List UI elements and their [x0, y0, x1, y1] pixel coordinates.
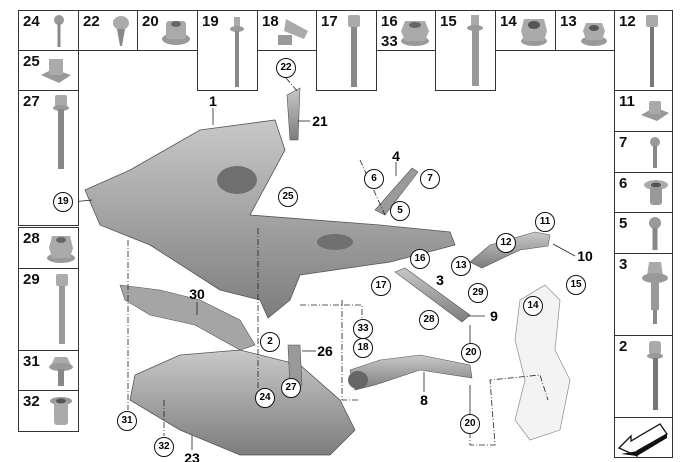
subframe-hole: [317, 234, 353, 250]
part-box-7[interactable]: 7: [614, 131, 673, 173]
bracket-4: [374, 167, 419, 216]
brace-30: [119, 284, 256, 351]
label-1[interactable]: 1: [209, 93, 217, 109]
cage-nut-icon: [641, 101, 669, 121]
part-box-25[interactable]: 25: [18, 50, 79, 91]
label-8[interactable]: 8: [420, 392, 428, 408]
flange-bolt-icon: [49, 357, 73, 386]
hex-bolt-icon: [348, 15, 360, 87]
bolt-icon: [650, 137, 660, 168]
hex-nut-icon: [521, 19, 547, 46]
bolt-icon: [649, 217, 661, 250]
callout-25[interactable]: 25: [278, 187, 298, 207]
callout-7[interactable]: 7: [420, 169, 440, 189]
part-box-31[interactable]: 31: [18, 350, 79, 391]
label-23[interactable]: 23: [184, 450, 200, 462]
callout-31[interactable]: 31: [117, 411, 137, 431]
part-box-3[interactable]: 3: [614, 253, 673, 336]
strut-brace-21: [286, 87, 301, 141]
callout-32[interactable]: 32: [154, 437, 174, 457]
part-box-2[interactable]: 2: [614, 335, 673, 418]
callout-20-lower[interactable]: 20: [460, 414, 480, 434]
wishbone-8: [349, 354, 473, 391]
callout-11[interactable]: 11: [535, 212, 555, 232]
bushing: [348, 371, 368, 389]
bracket-26: [287, 344, 303, 389]
callout-6[interactable]: 6: [364, 169, 384, 189]
part-box-12[interactable]: 12: [614, 10, 673, 91]
callout-28[interactable]: 28: [419, 310, 439, 330]
stud-bolt-icon: [230, 17, 244, 87]
callout-15[interactable]: 15: [566, 275, 586, 295]
flange-bolt-icon: [642, 262, 668, 324]
subframe-hole: [217, 166, 257, 194]
callout-13[interactable]: 13: [451, 256, 471, 276]
bushing-icon: [644, 180, 668, 205]
callout-33[interactable]: 33: [353, 319, 373, 339]
part-box-18[interactable]: 18: [257, 10, 317, 51]
hex-bolt-icon: [56, 274, 68, 344]
callout-14[interactable]: 14: [523, 296, 543, 316]
hex-bolt-icon: [53, 95, 69, 169]
part-box-29[interactable]: 29: [18, 268, 79, 351]
label-10[interactable]: 10: [577, 248, 593, 264]
part-box-5[interactable]: 5: [614, 212, 673, 254]
part-box-20[interactable]: 20: [137, 10, 198, 51]
part-box-22[interactable]: 22: [78, 10, 138, 51]
callout-24[interactable]: 24: [255, 388, 275, 408]
callout-16[interactable]: 16: [410, 249, 430, 269]
callout-22[interactable]: 22: [276, 58, 296, 78]
label-21[interactable]: 21: [312, 113, 328, 129]
torx-bolt-icon: [467, 15, 483, 86]
screw-icon: [113, 16, 129, 46]
cage-nut-icon: [41, 59, 71, 83]
flange-bolt-icon: [647, 341, 663, 410]
leader-lines-solid: [71, 108, 576, 450]
callout-19[interactable]: 19: [53, 192, 73, 212]
hex-nut-icon: [401, 21, 429, 46]
clip-nut-icon: [278, 19, 308, 45]
part-box-28[interactable]: 28: [18, 227, 79, 269]
direction-arrow-box[interactable]: [614, 417, 673, 458]
callout-12[interactable]: 12: [496, 233, 516, 253]
collar-nut-icon: [581, 23, 607, 46]
label-9[interactable]: 9: [490, 308, 498, 324]
part-box-6[interactable]: 6: [614, 172, 673, 213]
callout-2[interactable]: 2: [260, 332, 280, 352]
collar-nut-icon: [47, 236, 75, 263]
callout-5[interactable]: 5: [390, 201, 410, 221]
label-26[interactable]: 26: [317, 343, 333, 359]
rivet-nut-icon: [50, 397, 72, 425]
part-box-15[interactable]: 15: [435, 10, 496, 91]
label-4[interactable]: 4: [392, 148, 400, 164]
arrow-down-left-icon: [617, 423, 668, 458]
collar-nut-icon: [162, 21, 190, 45]
part-box-11[interactable]: 11: [614, 90, 673, 132]
bolt-icon: [54, 15, 64, 47]
label-30[interactable]: 30: [189, 286, 205, 302]
callout-18[interactable]: 18: [353, 338, 373, 358]
hex-bolt-icon: [646, 15, 658, 87]
part-box-32[interactable]: 32: [18, 390, 79, 432]
part-box-24[interactable]: 24: [18, 10, 79, 51]
callout-17[interactable]: 17: [371, 276, 391, 296]
part-box-13[interactable]: 13: [555, 10, 615, 51]
callout-27[interactable]: 27: [281, 378, 301, 398]
swivel-bearing: [514, 284, 571, 441]
part-box-14[interactable]: 14: [495, 10, 556, 51]
part-box-19[interactable]: 19: [197, 10, 258, 91]
label-3[interactable]: 3: [436, 272, 444, 288]
part-box-17[interactable]: 17: [316, 10, 377, 91]
control-arm-9: [394, 267, 471, 323]
callout-29[interactable]: 29: [468, 283, 488, 303]
callout-20[interactable]: 20: [461, 343, 481, 363]
